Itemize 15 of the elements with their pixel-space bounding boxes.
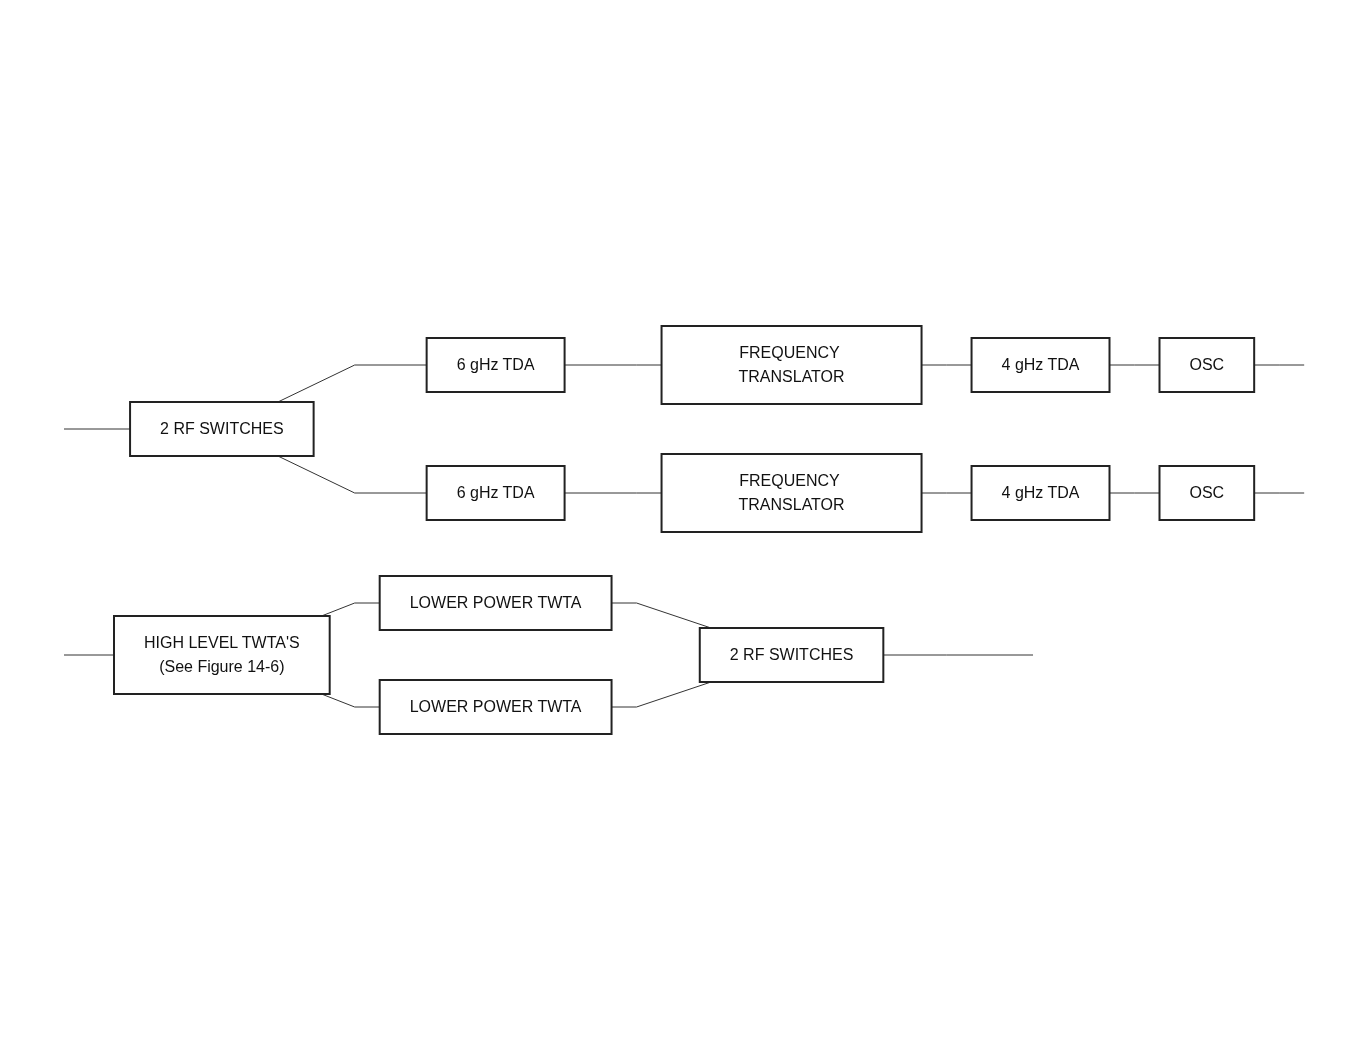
node-box: 6 gHz TDA: [425, 336, 566, 393]
node-box: LOWER POWER TWTA: [378, 678, 613, 735]
node-box: 2 RF SWITCHES: [128, 400, 315, 457]
node-box: OSC: [1158, 464, 1256, 521]
node-box: OSC: [1158, 336, 1256, 393]
node-box: 4 gHz TDA: [970, 336, 1111, 393]
node-box: 2 RF SWITCHES: [698, 626, 885, 683]
node-box: FREQUENCY TRANSLATOR: [660, 324, 923, 405]
node-box: 4 gHz TDA: [970, 464, 1111, 521]
node-box: LOWER POWER TWTA: [378, 574, 613, 631]
node-box: FREQUENCY TRANSLATOR: [660, 452, 923, 533]
node-box: HIGH LEVEL TWTA'S (See Figure 14-6): [112, 614, 331, 695]
node-box: 6 gHz TDA: [425, 464, 566, 521]
connector: [564, 364, 662, 365]
connector: [564, 492, 662, 493]
